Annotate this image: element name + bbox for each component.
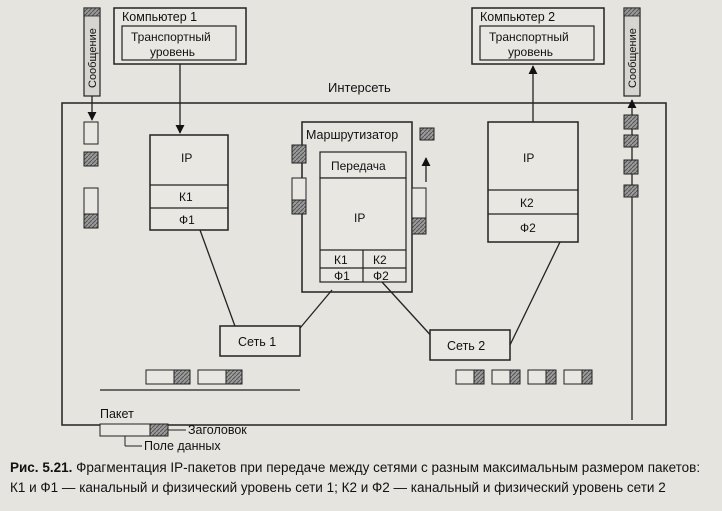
legend: Пакет Заголовок Поле данных	[99, 407, 247, 453]
network-2: Сеть 2	[429, 329, 511, 361]
computer-2-f2-label: Ф2	[520, 221, 536, 235]
computer-2-title: Компьютер 2	[480, 10, 555, 24]
router-k2-label: К2	[373, 253, 387, 267]
network-1-label: Сеть 1	[238, 335, 276, 349]
message-bar-2: Сообщение	[623, 7, 641, 97]
router-fragments	[291, 127, 435, 235]
router-title: Маршрутизатор	[306, 128, 398, 142]
message-bar-1: Сообщение	[83, 7, 101, 97]
right-fragments	[623, 114, 639, 198]
network-1-packets	[145, 369, 243, 385]
left-fragments	[83, 121, 99, 229]
computer-1-k1-label: К1	[179, 190, 193, 204]
computer-1-title: Компьютер 1	[122, 10, 197, 24]
computer-2-ip-label: IP	[523, 151, 534, 165]
internet-boundary	[61, 102, 667, 426]
router: Маршрутизатор Передача IP К1 К2 Ф1 Ф2	[301, 121, 413, 293]
computer-1-f1-label: Ф1	[179, 213, 195, 227]
network-2-packets	[455, 369, 593, 385]
message-label-1: Сообщение	[87, 28, 99, 88]
figure-caption: Рис. 5.21. Фрагментация IP-пакетов при п…	[10, 458, 715, 498]
legend-packet-label: Пакет	[100, 407, 134, 421]
message-label-2: Сообщение	[627, 28, 639, 88]
legend-data-field-label: Поле данных	[144, 439, 221, 453]
computer-2-k2-label: К2	[520, 196, 534, 210]
router-k1-label: К1	[334, 253, 348, 267]
computer-1-ip-label: IP	[181, 151, 192, 165]
computer-1-transport-line1: Транспортный	[131, 30, 211, 44]
network-1: Сеть 1	[219, 325, 301, 357]
router-f1-label: Ф1	[334, 269, 350, 283]
caption-line-2: К1 и Ф1 — канальный и физический уровень…	[10, 480, 666, 495]
computer-1-transport-box	[121, 25, 237, 61]
legend-header-label: Заголовок	[188, 423, 247, 437]
caption-line-1: Фрагментация IP-пакетов при передаче меж…	[76, 460, 701, 475]
computer-2-transport-line2: уровень	[508, 45, 553, 59]
internet-label: Интерсеть	[328, 80, 391, 95]
computer-1-transport-line2: уровень	[150, 45, 195, 59]
figure-number: Рис. 5.21.	[10, 460, 73, 475]
network-2-label: Сеть 2	[447, 339, 485, 353]
computer-1-stack: IP К1 Ф1	[149, 134, 229, 231]
router-f2-label: Ф2	[373, 269, 389, 283]
computer-1: Компьютер 1 Транспортный уровень	[113, 7, 247, 65]
computer-2-transport-line1: Транспортный	[489, 30, 569, 44]
computer-2-transport-box	[479, 25, 595, 61]
computer-2: Компьютер 2 Транспортный уровень	[471, 7, 605, 65]
router-forwarding-label: Передача	[331, 159, 386, 173]
computer-2-stack: IP К2 Ф2	[487, 121, 579, 243]
router-ip-label: IP	[354, 211, 365, 225]
